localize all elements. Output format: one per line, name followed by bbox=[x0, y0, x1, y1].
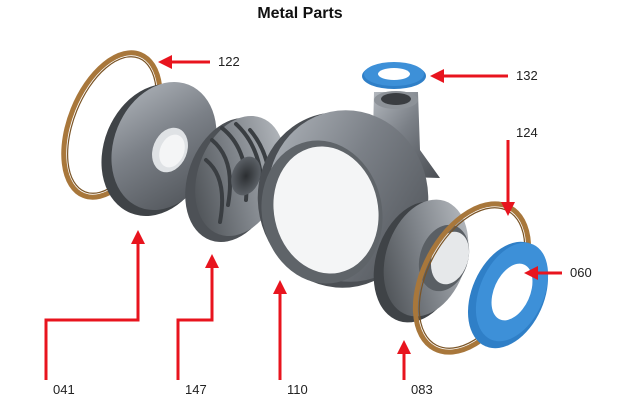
seal-ring-132 bbox=[362, 62, 426, 89]
label-110: 110 bbox=[287, 382, 308, 397]
label-041: 041 bbox=[53, 382, 75, 397]
diagram-title: Metal Parts bbox=[257, 5, 343, 22]
arrowhead-124 bbox=[501, 202, 515, 216]
arrow-147 bbox=[176, 266, 214, 380]
label-132: 132 bbox=[516, 68, 538, 83]
callout-arrows bbox=[44, 60, 562, 380]
label-083: 083 bbox=[411, 382, 433, 397]
seal-ring-060 bbox=[467, 241, 549, 349]
arrowhead-122 bbox=[158, 55, 172, 69]
arrowhead-132 bbox=[430, 69, 444, 83]
volute-casing-110 bbox=[257, 91, 440, 288]
arrowhead-147 bbox=[205, 254, 219, 268]
arrow-heads bbox=[131, 55, 538, 354]
arrowhead-083 bbox=[397, 340, 411, 354]
arrowhead-110 bbox=[273, 280, 287, 294]
impeller-147 bbox=[185, 115, 285, 242]
label-060: 060 bbox=[570, 265, 592, 280]
label-147: 147 bbox=[185, 382, 207, 397]
back-liner-plate-041 bbox=[101, 82, 217, 216]
arrowhead-060 bbox=[524, 266, 538, 280]
arrow-041 bbox=[44, 242, 140, 380]
label-122: 122 bbox=[218, 54, 240, 69]
arrowhead-041 bbox=[131, 230, 145, 244]
label-124: 124 bbox=[516, 125, 538, 140]
